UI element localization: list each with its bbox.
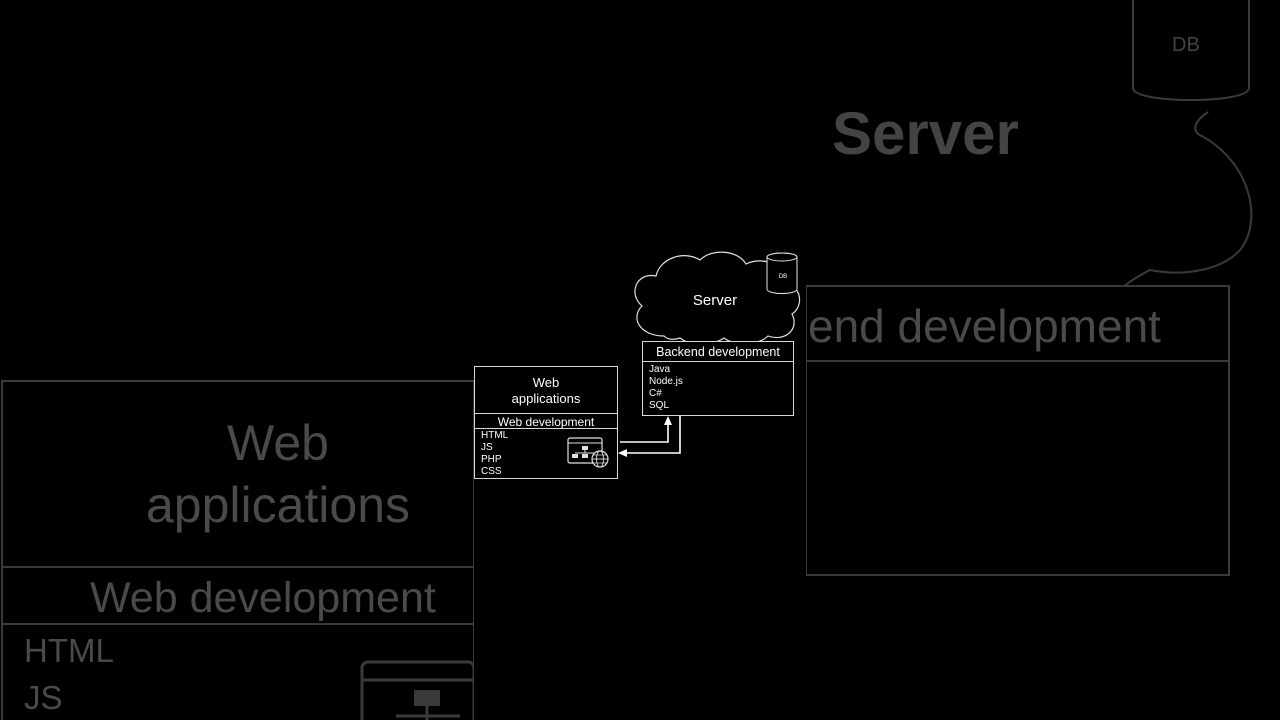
bg-skill-html: HTML (24, 632, 114, 669)
skill-java: Java (649, 364, 671, 375)
bg-backend-label: end development (808, 300, 1161, 352)
web-title-line1: Web (532, 375, 560, 390)
web-applications-title: Web applications (475, 375, 617, 407)
skill-csharp: C# (649, 388, 662, 399)
divider (475, 428, 617, 429)
db-cylinder-icon (766, 252, 798, 294)
bg-web-subtitle: Web development (90, 574, 436, 622)
web-title-line2: applications (511, 391, 581, 406)
bg-web-title-line1: Web (227, 415, 329, 471)
bg-server-label: Server (832, 100, 1019, 167)
web-app-globe-icon (567, 437, 609, 468)
skill-sql: SQL (649, 400, 670, 411)
skill-js: JS (481, 442, 493, 453)
web-development-label: Web development (497, 415, 595, 429)
arrow-head-up (664, 416, 672, 425)
skill-html: HTML (481, 430, 509, 441)
backend-development-box: Backend development Java Node.js C# SQL (642, 341, 794, 416)
db-label: DB (778, 274, 788, 280)
skill-php: PHP (481, 454, 502, 465)
bg-skill-js: JS (24, 679, 63, 716)
skill-nodejs: Node.js (649, 376, 683, 387)
backend-development-label: Backend development (656, 345, 780, 359)
web-applications-box: Web applications Web development HTML JS… (474, 366, 618, 479)
bg-db-label: DB (1172, 34, 1200, 56)
divider (475, 413, 617, 414)
bg-web-title-line2: applications (145, 477, 411, 533)
skill-css: CSS (481, 466, 502, 477)
arrow-head-left (618, 449, 627, 457)
bg-web-title: Web applications (90, 412, 466, 536)
connection-arrows (620, 416, 681, 454)
server-label: Server (692, 292, 738, 309)
divider (643, 361, 793, 362)
